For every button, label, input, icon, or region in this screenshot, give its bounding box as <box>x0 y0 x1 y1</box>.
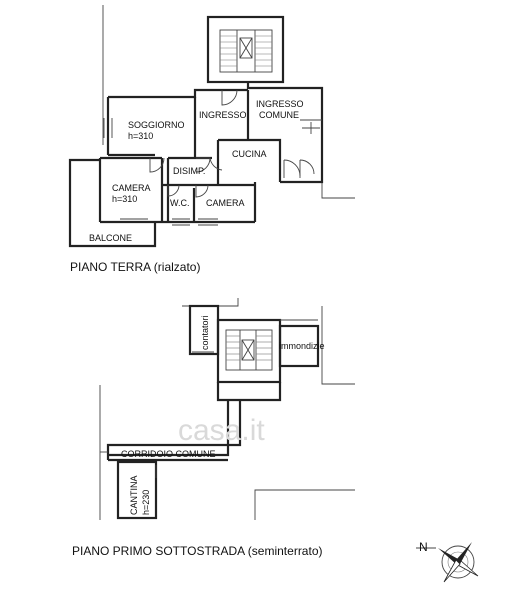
watermark: casa.it <box>178 414 265 447</box>
label-cantina-height: h=230 <box>141 490 151 515</box>
label-soggiorno: SOGGIORNO <box>128 120 185 130</box>
label-contatori: contatori <box>200 315 210 350</box>
label-camera-large-height: h=310 <box>112 194 137 204</box>
compass-north-label: N <box>419 540 428 554</box>
ground-floor-plan <box>68 5 355 248</box>
label-ingresso: INGRESSO <box>199 110 247 120</box>
basement-plan <box>99 298 355 520</box>
basement-immondizie-room <box>278 324 320 368</box>
label-immondizie: immondizie <box>279 341 325 351</box>
label-soggiorno-height: h=310 <box>128 131 153 141</box>
label-corridoio: CORRIDOIO COMUNE <box>121 449 216 459</box>
compass-rose-icon <box>416 542 479 583</box>
label-camera-large: CAMERA <box>112 183 151 193</box>
label-balcone: BALCONE <box>89 233 132 243</box>
label-cucina: CUCINA <box>232 149 267 159</box>
basement-cantina-room <box>116 460 158 520</box>
label-cantina: CANTINA <box>129 475 139 515</box>
label-camera-small: CAMERA <box>206 198 245 208</box>
label-disimpegno: DISIMP. <box>173 166 205 176</box>
caption-piano-sottostrada: PIANO PRIMO SOTTOSTRADA (seminterrato) <box>72 544 323 558</box>
ground-stairwell <box>206 15 285 84</box>
label-wc: W.C. <box>170 198 190 208</box>
caption-piano-terra: PIANO TERRA (rialzato) <box>70 260 200 274</box>
label-ingresso-comune-1: INGRESSO <box>256 99 304 109</box>
label-ingresso-comune-2: COMUNE <box>259 110 299 120</box>
